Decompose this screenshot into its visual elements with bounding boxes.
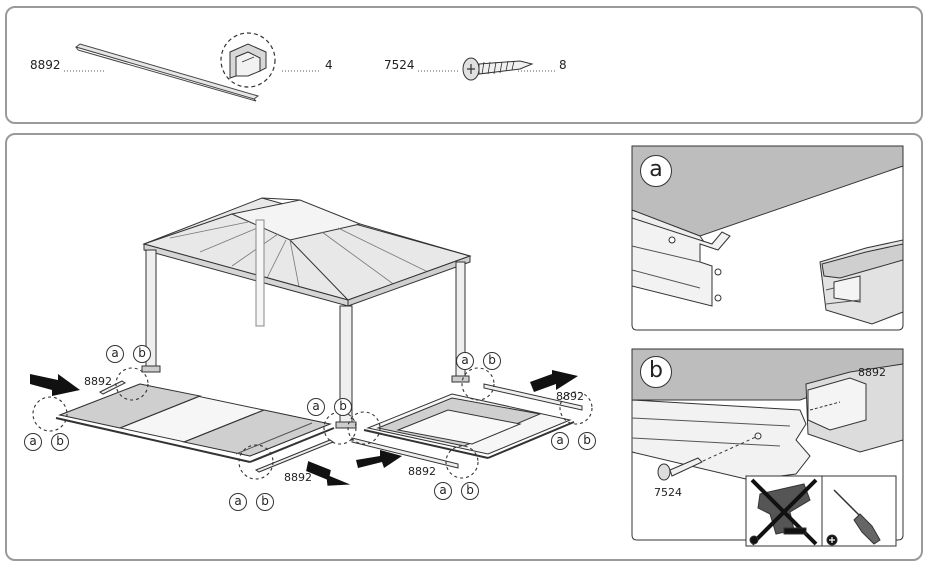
right-rail-icon bbox=[351, 383, 583, 469]
marker-b: b bbox=[461, 482, 479, 500]
screw-part-qty: 8 bbox=[559, 58, 567, 72]
profile-rail-icon bbox=[74, 43, 260, 102]
marker-b: b bbox=[578, 432, 596, 450]
arrow-left-icon bbox=[306, 461, 351, 486]
marker-a: a bbox=[24, 433, 42, 451]
detail-screw-icon bbox=[657, 457, 703, 481]
marker-a: a bbox=[229, 493, 247, 511]
profile-part-qty: 4 bbox=[325, 58, 333, 72]
arrow-right-icon bbox=[30, 374, 80, 396]
left-floor-frame-icon bbox=[55, 383, 335, 463]
marker-b: b bbox=[483, 352, 501, 370]
marker-a: a bbox=[434, 482, 452, 500]
rail-code-right: 8892 bbox=[556, 390, 584, 403]
marker-a: a bbox=[106, 345, 124, 363]
rail-code-bottom-right: 8892 bbox=[408, 465, 436, 478]
arrow-right-2-icon bbox=[356, 450, 402, 468]
screw-icon bbox=[462, 57, 534, 81]
parts-illustration bbox=[64, 32, 555, 102]
detail-b-screw-code: 7524 bbox=[654, 486, 682, 499]
gazebo-icon bbox=[141, 197, 472, 429]
drill-crossed-out-icon bbox=[749, 478, 818, 546]
screwdriver-icon bbox=[826, 489, 881, 546]
screw-part-code: 7524 bbox=[384, 58, 415, 72]
left-rail-top-icon bbox=[99, 380, 335, 473]
detail-b-marker: b bbox=[640, 356, 672, 388]
rail-code-left: 8892 bbox=[84, 375, 112, 388]
detail-a-marker: a bbox=[640, 155, 672, 187]
marker-a: a bbox=[307, 398, 325, 416]
detail-circles bbox=[32, 367, 593, 480]
marker-b: b bbox=[133, 345, 151, 363]
rail-code-bottom-left: 8892 bbox=[284, 471, 312, 484]
marker-a: a bbox=[456, 352, 474, 370]
marker-a: a bbox=[551, 432, 569, 450]
marker-b: b bbox=[334, 398, 352, 416]
detail-b-illustration bbox=[631, 348, 904, 547]
right-floor-frame-icon bbox=[363, 393, 575, 459]
arrow-left-2-icon bbox=[530, 370, 578, 392]
detail-a-illustration bbox=[631, 145, 904, 331]
profile-part-code: 8892 bbox=[30, 58, 61, 72]
marker-b: b bbox=[256, 493, 274, 511]
marker-b: b bbox=[51, 433, 69, 451]
detail-b-profile-code: 8892 bbox=[858, 366, 886, 379]
profile-section-detail-icon bbox=[220, 32, 276, 88]
